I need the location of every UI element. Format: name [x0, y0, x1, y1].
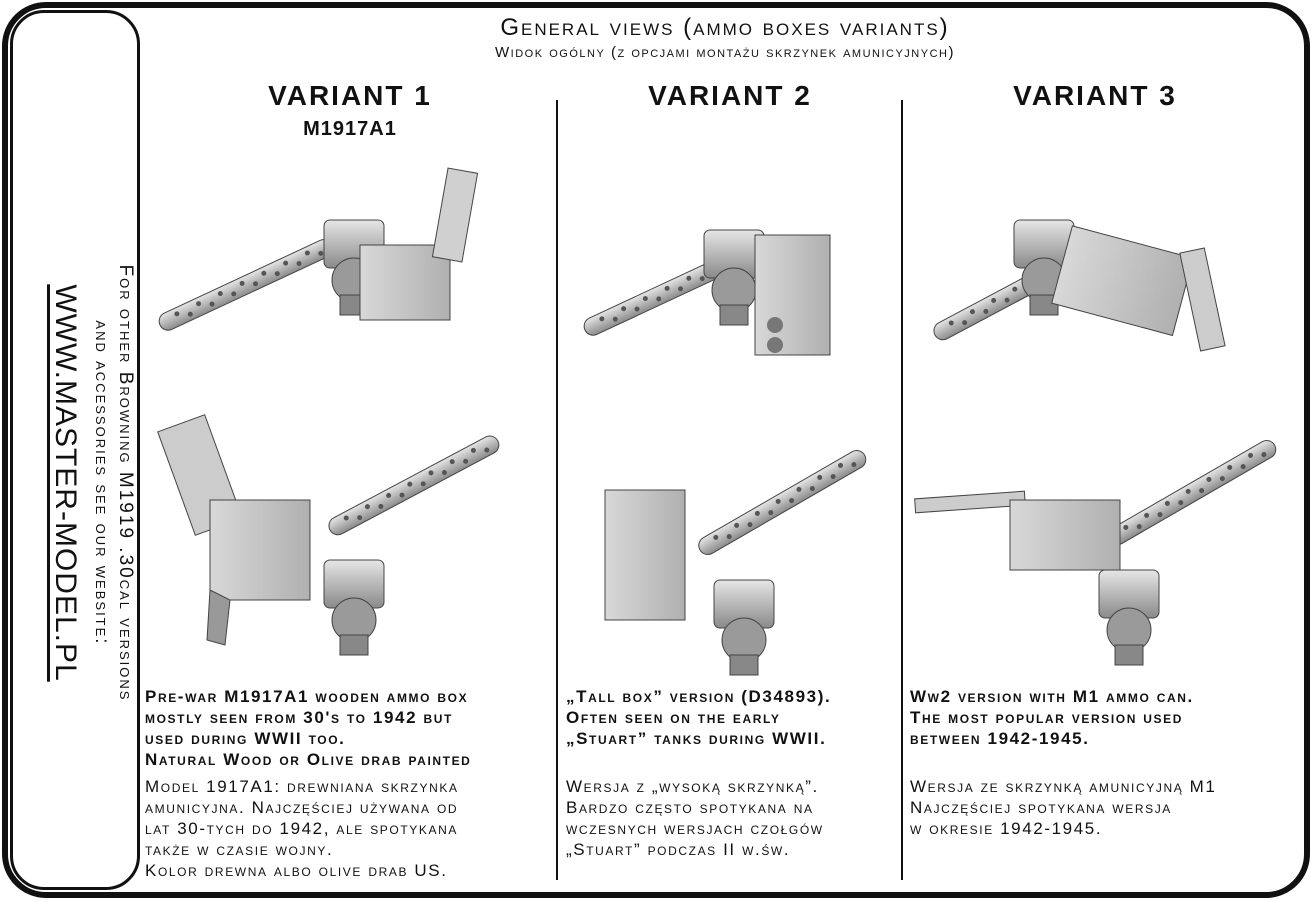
- variant-3-bottom-view-illustration: [914, 436, 1280, 666]
- desc-line: „Stuart” tanks during WWII.: [566, 729, 827, 748]
- sidebar-line-1: For other Browning M1919 .30cal versions: [115, 264, 136, 702]
- variant-1-description-en: Pre-war M1917A1 wooden ammo box mostly s…: [145, 686, 471, 770]
- desc-line: Najczęściej spotykana wersja: [910, 798, 1172, 817]
- desc-line: The most popular version used: [910, 708, 1184, 727]
- desc-line: between 1942-1945.: [910, 729, 1090, 748]
- variant-2-heading: VARIANT 2: [648, 80, 812, 111]
- variant-1-heading: VARIANT 1: [268, 80, 432, 111]
- variant-3-description-pl: Wersja ze skrzynką amunicyjną M1 Najczęś…: [910, 776, 1216, 839]
- variant-2-top-view-illustration: [580, 229, 831, 356]
- desc-line: Wersja ze skrzynką amunicyjną M1: [910, 777, 1217, 796]
- desc-line: Model 1917A1: drewniana skrzynka: [145, 777, 459, 796]
- variant-2-header: VARIANT 2: [560, 80, 900, 112]
- desc-line: Ww2 version with M1 ammo can.: [910, 687, 1194, 706]
- desc-line: wczesnych wersjach czołgów: [566, 819, 824, 838]
- desc-line: Often seen on the early: [566, 708, 781, 727]
- variant-1-description-pl: Model 1917A1: drewniana skrzynka amunicy…: [145, 776, 459, 881]
- variant-3-heading: VARIANT 3: [1013, 80, 1177, 111]
- sidebar-line-2: and accessories see our website:: [91, 320, 112, 646]
- desc-line: used during WWII too.: [145, 729, 346, 748]
- variant-2-description-en: „Tall box” version (D34893). Often seen …: [566, 686, 831, 749]
- page-subtitle: Widok ogólny (z opcjami montażu skrzynek…: [495, 44, 955, 61]
- desc-line: Wersja z „wysoką skrzynką”.: [566, 777, 819, 796]
- variant-1-header: VARIANT 1 M1917A1: [150, 80, 550, 141]
- column-divider: [556, 100, 558, 880]
- variant-3-description-en: Ww2 version with M1 ammo can. The most p…: [910, 686, 1194, 749]
- desc-line: „Stuart” podczas II w.św.: [566, 840, 791, 859]
- variant-1-top-view-illustration: [155, 167, 479, 334]
- sidebar-text: For other Browning M1919 .30cal versions…: [17, 143, 137, 823]
- page-title: General views (ammo boxes variants): [500, 14, 950, 41]
- website-link[interactable]: WWW.MASTER-MODEL.PL: [49, 284, 82, 682]
- desc-line: w okresie 1942-1945.: [910, 819, 1103, 838]
- desc-line: także w czasie wojny.: [145, 840, 334, 859]
- sidebar-panel: For other Browning M1919 .30cal versions…: [10, 10, 140, 890]
- variant-3-top-view-illustration: [930, 219, 1226, 352]
- desc-line: amunicyjna. Najczęściej używana od: [145, 798, 459, 817]
- variant-2-description-pl: Wersja z „wysoką skrzynką”. Bardzo częst…: [566, 776, 824, 860]
- variant-2-bottom-view-illustration: [604, 446, 870, 676]
- variant-3-header: VARIANT 3: [905, 80, 1285, 112]
- variant-1-bottom-view-illustration: [157, 414, 503, 656]
- desc-line: „Tall box” version (D34893).: [566, 687, 832, 706]
- desc-line: mostly seen from 30's to 1942 but: [145, 708, 453, 727]
- column-divider: [901, 100, 903, 880]
- desc-line: Natural Wood or Olive drab painted: [145, 750, 472, 769]
- desc-line: Pre-war M1917A1 wooden ammo box: [145, 687, 469, 706]
- desc-line: Kolor drewna albo olive drab US.: [145, 861, 448, 880]
- desc-line: lat 30-tych do 1942, ale spotykana: [145, 819, 458, 838]
- desc-line: Bardzo często spotykana na: [566, 798, 814, 817]
- variant-1-subheading: M1917A1: [303, 118, 397, 140]
